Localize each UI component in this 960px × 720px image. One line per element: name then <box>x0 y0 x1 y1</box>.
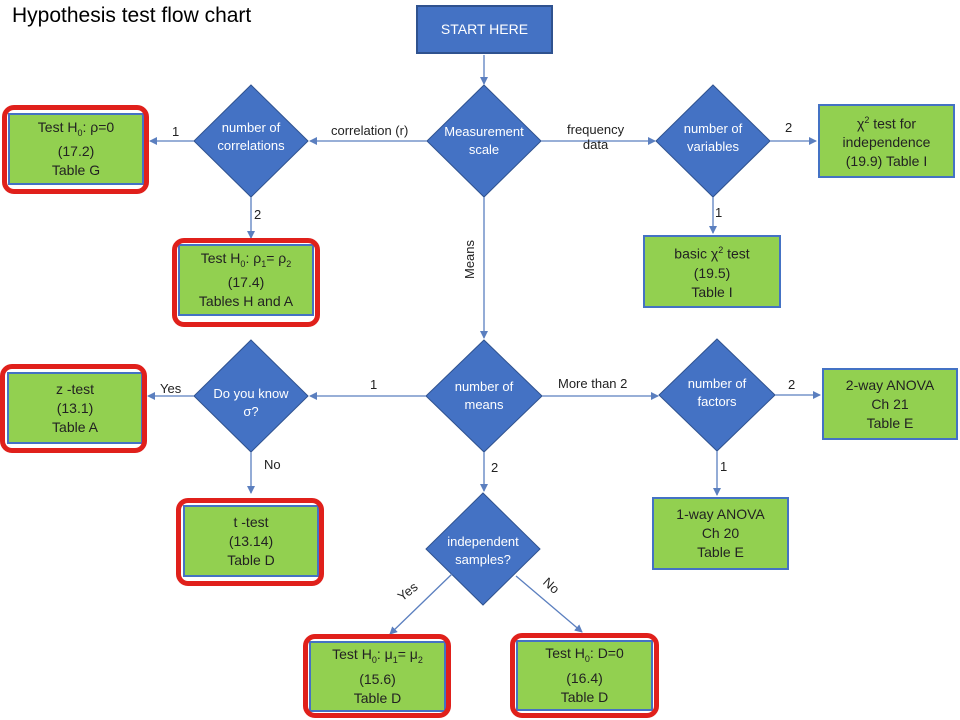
edge-label-vars-1: 1 <box>715 205 723 220</box>
result-chi-independence: χ2 test for independence (19.9) Table I <box>818 104 955 178</box>
edge-label-means: Means <box>462 239 478 280</box>
result-basic-chi: basic χ2 test (19.5) Table I <box>643 235 781 308</box>
edge-label-means-more: More than 2 <box>558 376 628 391</box>
highlight-ring-t-test <box>176 498 324 586</box>
highlight-ring-z-test <box>0 364 147 453</box>
edge-independent-to-d <box>515 575 583 633</box>
number-of-variables-label: number of variables <box>683 121 743 154</box>
highlight-ring-test-d <box>510 633 659 718</box>
edge-label-means-1: 1 <box>370 377 378 392</box>
highlight-ring-rho-zero <box>2 105 149 194</box>
edge-label-corr-1: 1 <box>172 124 180 139</box>
decision-independent-samples <box>425 492 541 606</box>
edge-label-corr-2: 2 <box>254 207 262 222</box>
result-test-mu: Test H0: μ1= μ2 (15.6) Table D <box>309 641 446 712</box>
do-you-know-sigma-label: Do you know σ? <box>213 386 289 419</box>
independent-samples-label: independent samples? <box>447 534 519 567</box>
edge-label-factors-1: 1 <box>720 459 728 474</box>
edge-independent-to-mu <box>389 573 453 635</box>
number-of-factors-label: number of factors <box>687 376 747 409</box>
edge-label-correlation: correlation (r) <box>331 123 409 138</box>
result-test-rho-zero: Test H0: ρ=0 (17.2) Table G <box>8 113 144 185</box>
highlight-ring-rho-equal <box>172 238 320 327</box>
start-box: START HERE <box>416 5 553 54</box>
edge-label-vars-2: 2 <box>785 120 793 135</box>
result-test-d: Test H0: D=0 (16.4) Table D <box>516 640 653 711</box>
result-test-rho-equal: Test H0: ρ1= ρ2 (17.4) Tables H and A <box>178 244 314 316</box>
result-one-way-anova: 1-way ANOVA Ch 20 Table E <box>652 497 789 570</box>
highlight-ring-test-mu <box>303 634 451 718</box>
result-two-way-anova: 2-way ANOVA Ch 21 Table E <box>822 368 958 440</box>
edge-label-means-2: 2 <box>491 460 499 475</box>
edge-label-factors-2: 2 <box>788 377 796 392</box>
start-label: START HERE <box>440 21 529 37</box>
result-t-test: t -test (13.14) Table D <box>183 505 319 577</box>
diagram-title: Hypothesis test flow chart <box>12 4 252 27</box>
edge-label-sigma-yes: Yes <box>160 381 182 396</box>
edge-label-frequency: frequency data <box>567 122 625 152</box>
number-of-means-label: number of means <box>454 379 514 412</box>
number-of-correlations-label: number of correlations <box>217 120 285 153</box>
edge-label-sigma-no: No <box>264 457 281 472</box>
measurement-scale-label: Measurement scale <box>444 124 524 157</box>
